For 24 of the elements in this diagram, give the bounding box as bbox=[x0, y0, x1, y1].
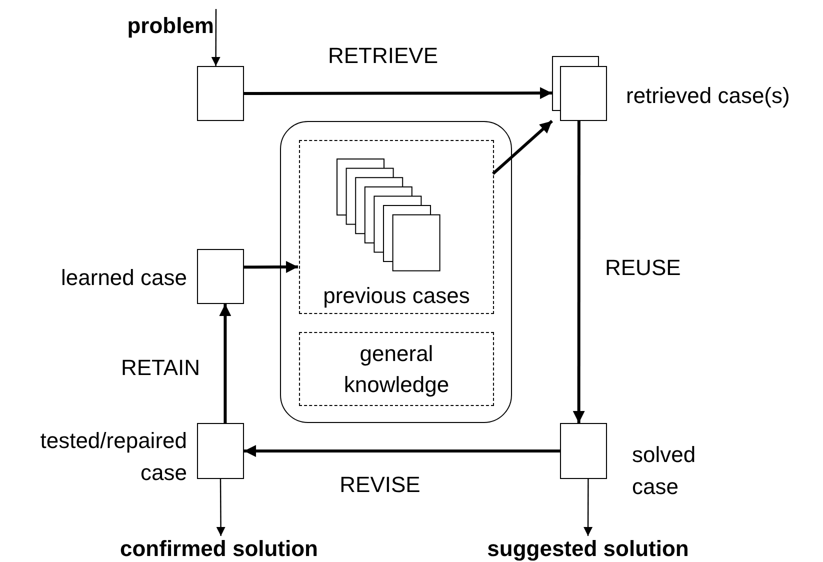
bold-label: confirmed solution bbox=[103, 536, 335, 562]
case-label: solved case bbox=[632, 441, 697, 501]
case-label: tested/repaired case bbox=[39, 427, 187, 487]
bold-label: suggested solution bbox=[468, 536, 708, 562]
dashed-box bbox=[299, 332, 494, 406]
arrow bbox=[584, 479, 593, 536]
box-text: general knowledge bbox=[342, 340, 450, 399]
arrow bbox=[211, 9, 220, 66]
arrow bbox=[244, 445, 560, 457]
arrow bbox=[244, 260, 298, 273]
case-box bbox=[197, 66, 244, 121]
box-text: previous cases bbox=[323, 282, 470, 310]
case-box bbox=[197, 249, 244, 304]
arrow bbox=[219, 304, 232, 423]
arrow bbox=[216, 479, 226, 536]
case-label: learned case bbox=[60, 264, 187, 292]
arrow bbox=[244, 87, 552, 100]
case-label: retrieved case(s) bbox=[626, 82, 791, 110]
arrow bbox=[492, 120, 553, 175]
arrow bbox=[572, 121, 585, 423]
knowledge-base-panel bbox=[280, 121, 512, 423]
bold-label: problem bbox=[114, 9, 214, 39]
case-box bbox=[197, 423, 244, 479]
case-box bbox=[560, 423, 607, 479]
